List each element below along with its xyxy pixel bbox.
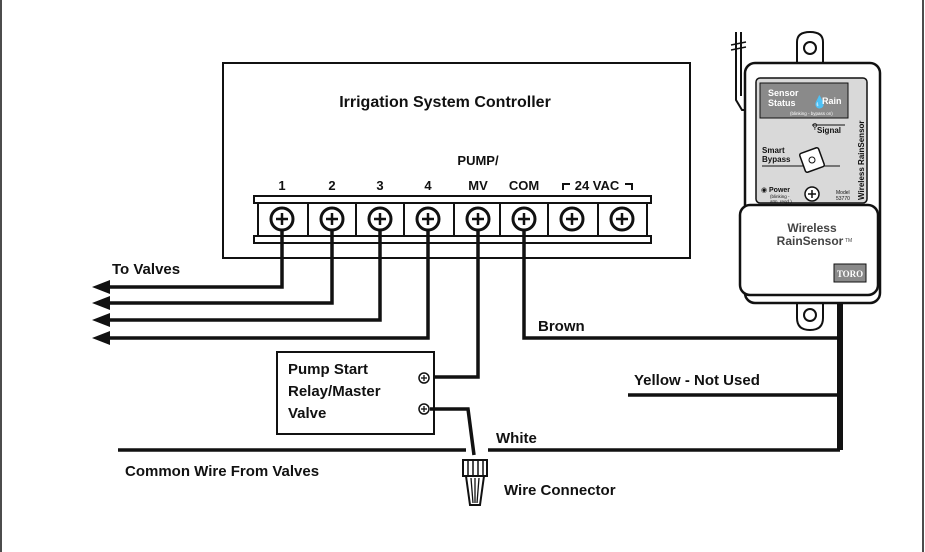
terminal-screws [269, 203, 635, 236]
wire-connector-label: Wire Connector [504, 482, 616, 499]
sensor-status-line1: Sensor [768, 88, 799, 98]
brown-label: Brown [538, 318, 585, 335]
sensor-rain-label: Rain [822, 96, 842, 106]
sensor-power-note2: atm. reqd.) [770, 199, 792, 204]
to-valves-label: To Valves [112, 261, 180, 278]
vac-bracket-right [625, 183, 633, 190]
wire-connector-icon [462, 459, 488, 506]
sensor-vertical-brand: Wireless RainSensor [857, 120, 866, 200]
vac-bracket-left [562, 183, 570, 190]
terminal-label-3: 3 [376, 178, 383, 193]
sensor-brand-line1: Wireless [787, 221, 837, 235]
controller-title: Irrigation System Controller [339, 94, 551, 111]
white-label: White [496, 430, 537, 447]
toro-logo-box [833, 263, 867, 283]
wireless-rain-sensor [730, 30, 882, 332]
relay-label-line1: Pump Start [288, 361, 368, 378]
terminal-screw [597, 203, 635, 236]
relay-to-connector-wire [430, 407, 476, 456]
sensor-power-note1: (blinking - [770, 194, 790, 199]
sensor-brand-mark: TM [845, 238, 852, 244]
terminal-screw [547, 203, 585, 236]
pump-relay-box [276, 351, 435, 435]
sensor-screw-icon [804, 186, 820, 202]
pump-wire [434, 230, 480, 379]
signal-icon: ⚲ [812, 122, 818, 131]
toro-logo: TORO [837, 269, 863, 279]
terminal-label-1: 1 [278, 178, 285, 193]
terminal-screw [453, 203, 491, 236]
relay-screw-top [418, 372, 430, 384]
sensor-brand-line2: RainSensor [777, 234, 844, 248]
relay-label-line2: Relay/Master [288, 383, 381, 400]
terminal-label-mv: MV [468, 178, 488, 193]
brown-wire [522, 230, 840, 340]
sensor-power-label: Power [769, 187, 790, 194]
sensor-bypass-label: Bypass [762, 155, 791, 164]
valve-wires [105, 230, 430, 340]
rain-drop-icon: 💧 [812, 95, 827, 109]
sensor-model-number: 53770 [836, 196, 850, 202]
sensor-smart-label: Smart [762, 146, 785, 155]
sensor-model-label: Model [836, 190, 850, 196]
terminal-screw [307, 203, 345, 236]
terminal-label-24vac: 24 VAC [575, 178, 620, 193]
sensor-signal-label: Signal [817, 126, 841, 135]
terminal-label-pump: PUMP/ [457, 153, 499, 168]
terminal-label-com: COM [509, 178, 539, 193]
bypass-button[interactable] [798, 146, 826, 174]
terminal-strip [253, 195, 652, 244]
common-wire-label: Common Wire From Valves [125, 463, 319, 480]
terminal-label-4: 4 [424, 178, 432, 193]
power-led-icon: ◉ [761, 186, 767, 194]
yellow-label: Yellow - Not Used [634, 372, 760, 389]
sensor-status-line2: Status [768, 98, 796, 108]
relay-label-line3: Valve [288, 405, 326, 422]
relay-screw-bottom [418, 403, 430, 415]
valve-arrows [92, 280, 110, 345]
sensor-status-note: (blinking - bypass on) [790, 111, 833, 116]
terminal-screw [269, 206, 295, 232]
terminal-label-2: 2 [328, 178, 335, 193]
